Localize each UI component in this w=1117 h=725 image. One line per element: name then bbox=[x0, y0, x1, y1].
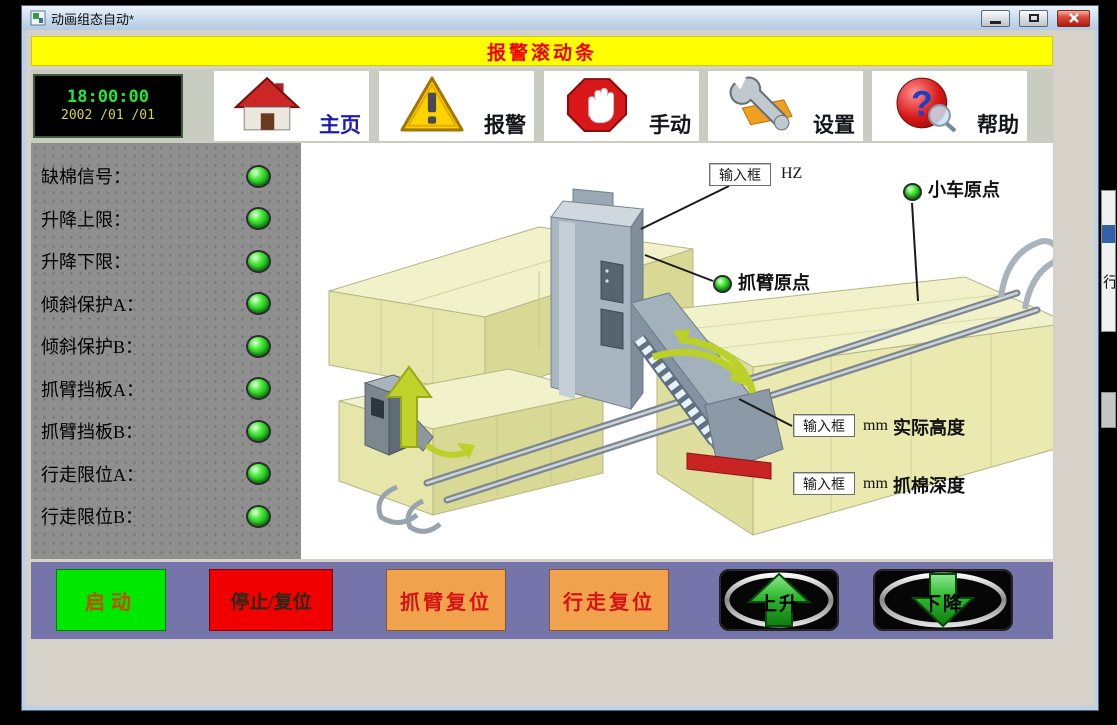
close-icon bbox=[1068, 13, 1079, 23]
cart-origin-led bbox=[903, 183, 922, 201]
status-led bbox=[246, 377, 271, 401]
machine-view: 输入框 HZ 小车原点 抓臂原点 输入框 mm 实际高度 输入框 mm 抓棉深度 bbox=[301, 143, 1053, 559]
status-label: 抓臂挡板A： bbox=[41, 379, 144, 400]
clock-date: 2002 /01 /01 bbox=[61, 107, 155, 123]
manual-button[interactable]: 手动 bbox=[544, 71, 699, 141]
background-window-text: 行 bbox=[1103, 271, 1115, 292]
grab-depth-input-field[interactable]: 输入框 bbox=[793, 472, 855, 495]
cart-origin-label: 小车原点 bbox=[928, 180, 1000, 200]
status-label: 行走限位B： bbox=[41, 507, 144, 528]
background-window-fragment bbox=[1101, 392, 1116, 428]
actual-height-input-field[interactable]: 输入框 bbox=[793, 414, 855, 437]
status-led bbox=[246, 164, 271, 188]
up-arrow-icon bbox=[720, 570, 838, 630]
status-led bbox=[246, 249, 271, 273]
clock-display: 18:00:00 2002 /01 /01 bbox=[33, 74, 183, 138]
manual-button-label: 手动 bbox=[649, 113, 691, 137]
minimize-button[interactable] bbox=[981, 9, 1010, 27]
svg-text:?: ? bbox=[911, 84, 933, 123]
status-row-lift-lower-limit: 升降下限： bbox=[31, 240, 301, 283]
stop-reset-button[interactable]: 停止/复位 bbox=[209, 569, 333, 631]
toolbar: 18:00:00 2002 /01 /01 主页 bbox=[31, 69, 1053, 143]
settings-button[interactable]: 设置 bbox=[708, 71, 863, 141]
window-titlebar[interactable]: 动画组态自动* bbox=[22, 6, 1098, 30]
home-button[interactable]: 主页 bbox=[214, 71, 369, 141]
window-controls bbox=[972, 9, 1090, 27]
minimize-icon bbox=[990, 20, 1001, 24]
status-row-arm-baffle-a: 抓臂挡板A： bbox=[31, 368, 301, 411]
maximize-icon bbox=[1028, 14, 1039, 22]
grab-depth-input-placeholder: 输入框 bbox=[803, 475, 845, 492]
client-area: 报警滚动条 18:00:00 2002 /01 /01 bbox=[26, 30, 1094, 706]
down-arrow-icon bbox=[874, 570, 1012, 630]
home-icon bbox=[230, 75, 304, 138]
travel-reset-button[interactable]: 行走复位 bbox=[549, 569, 669, 631]
grab-depth-label: 抓棉深度 bbox=[893, 476, 965, 496]
status-led bbox=[246, 419, 271, 443]
status-label: 升降下限： bbox=[41, 252, 131, 273]
frequency-input-field[interactable]: 输入框 bbox=[709, 163, 771, 186]
status-panel: 缺棉信号： 升降上限： 升降下限： 倾斜保护A： bbox=[31, 143, 301, 559]
alarm-button[interactable]: 报警 bbox=[379, 71, 534, 141]
alarm-button-label: 报警 bbox=[484, 113, 526, 137]
status-label: 缺棉信号： bbox=[41, 167, 131, 188]
frequency-input-placeholder: 输入框 bbox=[719, 166, 761, 183]
background-window-fragment: 行 bbox=[1101, 190, 1116, 332]
question-mark-icon: ? bbox=[888, 75, 962, 138]
wrench-icon bbox=[724, 75, 798, 138]
actual-height-input-placeholder: 输入框 bbox=[803, 417, 845, 434]
stop-hand-icon bbox=[560, 75, 634, 138]
status-row-arm-baffle-b: 抓臂挡板B： bbox=[31, 410, 301, 453]
control-bar: 启动 停止/复位 抓臂复位 行走复位 bbox=[31, 562, 1053, 639]
status-led bbox=[246, 504, 271, 528]
status-label: 升降上限： bbox=[41, 209, 131, 230]
app-window: 动画组态自动* 报警滚动条 bbox=[21, 5, 1099, 711]
maximize-button[interactable] bbox=[1019, 9, 1048, 27]
status-led bbox=[246, 207, 271, 231]
close-button[interactable] bbox=[1057, 9, 1090, 27]
status-row-travel-limit-b: 行走限位B： bbox=[31, 495, 301, 538]
arm-origin-led bbox=[713, 275, 732, 293]
up-button[interactable]: 上升 bbox=[719, 569, 839, 631]
alarm-banner-text: 报警滚动条 bbox=[486, 42, 597, 64]
status-row-tilt-protect-a: 倾斜保护A： bbox=[31, 283, 301, 326]
actual-height-label: 实际高度 bbox=[893, 418, 965, 438]
status-label: 行走限位A： bbox=[41, 464, 144, 485]
arm-origin-label: 抓臂原点 bbox=[738, 273, 810, 293]
bottom-space bbox=[31, 639, 1053, 703]
warning-triangle-icon bbox=[395, 75, 469, 138]
status-led bbox=[246, 334, 271, 358]
help-button[interactable]: ? 帮助 bbox=[872, 71, 1027, 141]
status-led bbox=[246, 462, 271, 486]
arm-reset-button[interactable]: 抓臂复位 bbox=[386, 569, 506, 631]
help-button-label: 帮助 bbox=[977, 113, 1019, 137]
status-label: 倾斜保护B： bbox=[41, 337, 144, 358]
status-led bbox=[246, 292, 271, 316]
app-icon bbox=[30, 10, 46, 26]
settings-button-label: 设置 bbox=[813, 113, 855, 137]
background-window-titlebar-sliver bbox=[1102, 225, 1115, 243]
clock-time: 18:00:00 bbox=[67, 87, 149, 108]
grab-depth-unit-label: mm bbox=[863, 475, 888, 492]
status-row-cotton-shortage: 缺棉信号： bbox=[31, 155, 301, 198]
alarm-banner: 报警滚动条 bbox=[31, 36, 1053, 66]
status-row-lift-upper-limit: 升降上限： bbox=[31, 198, 301, 241]
home-button-label: 主页 bbox=[319, 113, 361, 137]
down-button-label: 下降 bbox=[921, 594, 964, 615]
up-button-label: 上升 bbox=[757, 594, 800, 615]
down-button[interactable]: 下降 bbox=[873, 569, 1013, 631]
window-title: 动画组态自动* bbox=[51, 11, 135, 27]
status-row-travel-limit-a: 行走限位A： bbox=[31, 453, 301, 496]
status-label: 倾斜保护A： bbox=[41, 294, 144, 315]
frequency-unit-label: HZ bbox=[781, 165, 803, 182]
start-button[interactable]: 启动 bbox=[56, 569, 166, 631]
actual-height-unit-label: mm bbox=[863, 417, 888, 434]
status-row-tilt-protect-b: 倾斜保护B： bbox=[31, 325, 301, 368]
status-label: 抓臂挡板B： bbox=[41, 422, 144, 443]
